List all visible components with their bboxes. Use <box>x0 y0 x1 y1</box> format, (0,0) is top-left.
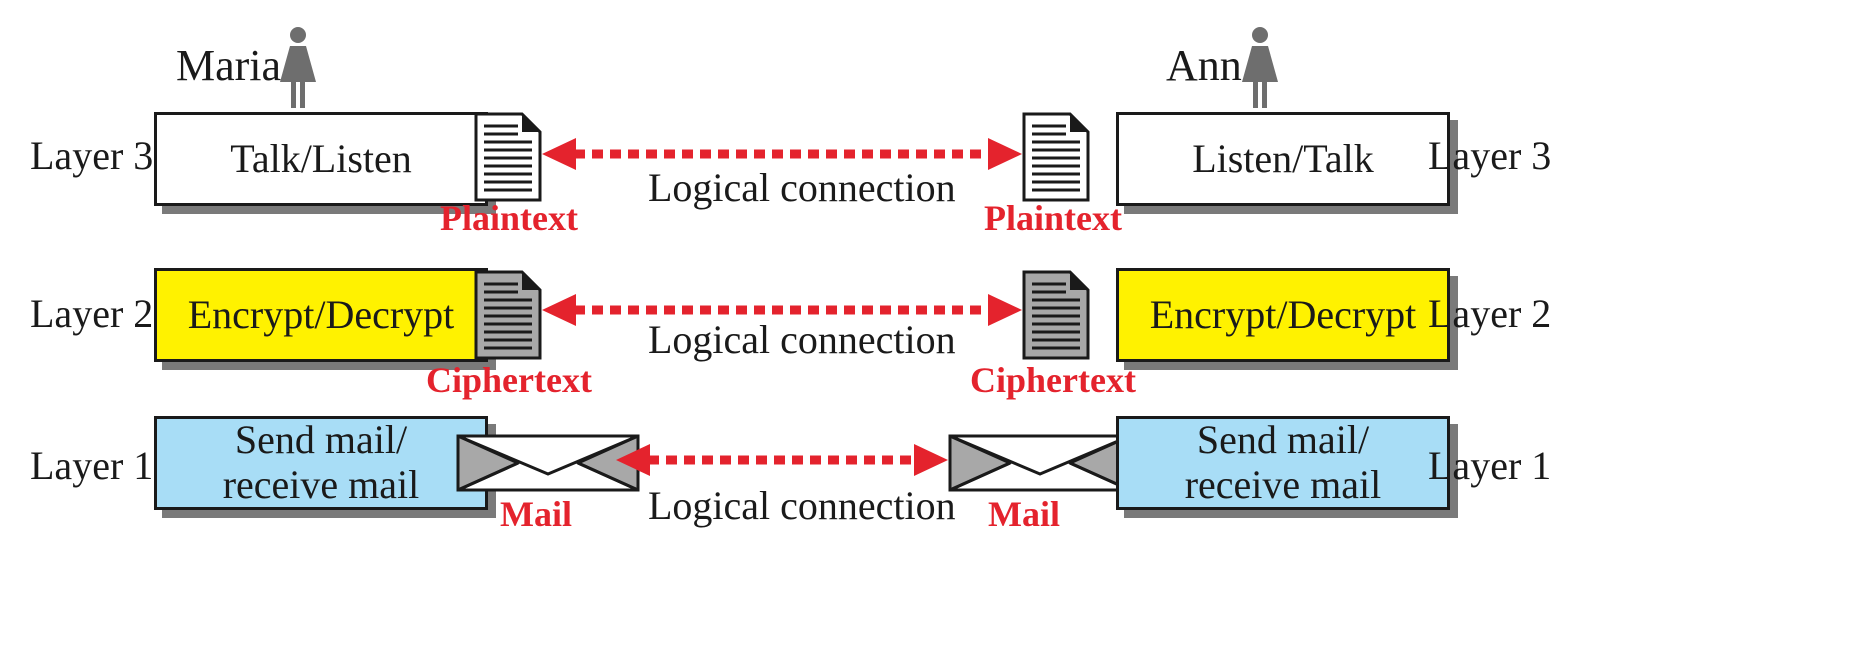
woman-icon <box>280 27 316 108</box>
logical-connection-label-layer-3: Logical connection <box>648 165 956 210</box>
layer-2-label-left: Layer 2 <box>30 291 154 336</box>
logical-connection-arrow-layer-1 <box>616 444 948 476</box>
layer-2-box-left-text: Encrypt/Decrypt <box>187 291 455 337</box>
ciphertext-document-icon <box>474 270 542 360</box>
ciphertext-caption-left: Ciphertext <box>426 360 592 400</box>
layer-3-box-left-text: Talk/Listen <box>230 135 412 181</box>
plaintext-document-icon <box>1022 112 1090 202</box>
layer-1-label-right: Layer 1 <box>1428 443 1552 488</box>
layer-1-box-left-text: Send mail/ receive mail <box>222 417 420 507</box>
layer-2-box-right-text: Encrypt/Decrypt <box>1149 291 1417 337</box>
layer-3-box-right-text: Listen/Talk <box>1192 135 1374 181</box>
mail-caption-left: Mail <box>500 494 572 534</box>
logical-connection-label-layer-2: Logical connection <box>648 317 956 362</box>
plaintext-caption-right: Plaintext <box>984 198 1122 238</box>
logical-connection-arrow-layer-3 <box>542 138 1022 170</box>
layer-3-box-left: Talk/Listen <box>154 112 488 206</box>
envelope-icon <box>456 434 640 492</box>
person-name-maria: Maria <box>176 41 282 90</box>
person-name-ann: Ann <box>1166 41 1242 90</box>
ciphertext-document-icon <box>1022 270 1090 360</box>
ciphertext-caption-right: Ciphertext <box>970 360 1136 400</box>
plaintext-document-icon <box>474 112 542 202</box>
logical-connection-label-layer-1: Logical connection <box>648 483 956 528</box>
layer-3-label-right: Layer 3 <box>1428 133 1552 178</box>
layer-1-box-right: Send mail/ receive mail <box>1116 416 1450 510</box>
layer-2-box-left: Encrypt/Decrypt <box>154 268 488 362</box>
envelope-icon <box>948 434 1132 492</box>
woman-icon <box>1242 27 1278 108</box>
layer-1-box-left: Send mail/ receive mail <box>154 416 488 510</box>
layer-3-label-left: Layer 3 <box>30 133 154 178</box>
layer-1-box-right-text: Send mail/ receive mail <box>1184 417 1382 507</box>
plaintext-caption-left: Plaintext <box>440 198 578 238</box>
layer-3-box-right: Listen/Talk <box>1116 112 1450 206</box>
layer-1-label-left: Layer 1 <box>30 443 154 488</box>
logical-connection-arrow-layer-2 <box>542 294 1022 326</box>
mail-caption-right: Mail <box>988 494 1060 534</box>
layer-2-label-right: Layer 2 <box>1428 291 1552 336</box>
layer-2-box-right: Encrypt/Decrypt <box>1116 268 1450 362</box>
